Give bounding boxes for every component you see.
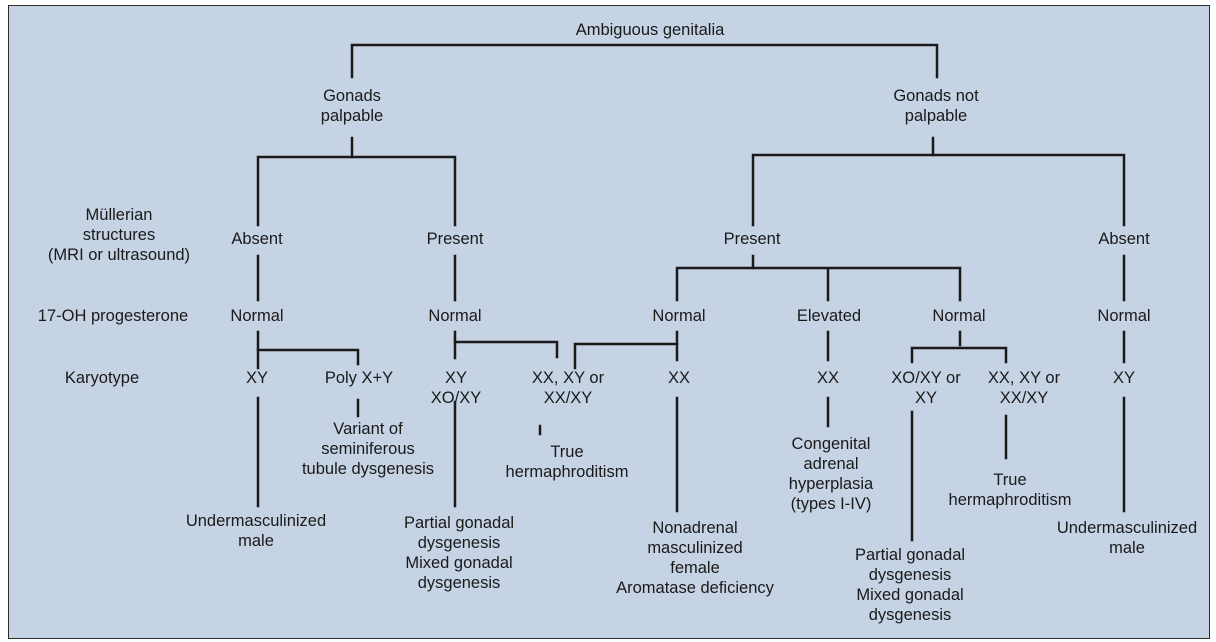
root-label: Ambiguous genitalia xyxy=(575,21,725,39)
karyotype-xy-xoxy: XY XO/XY xyxy=(430,369,482,407)
mullerian-present-right: Present xyxy=(723,230,781,248)
mullerian-absent-left: Absent xyxy=(231,230,283,248)
progesterone-normal-4: Normal xyxy=(932,307,986,325)
karyotype-xx-center: XX xyxy=(667,369,691,387)
progesterone-normal-2: Normal xyxy=(428,307,482,325)
gonads-palpable-label: Gonads palpable xyxy=(320,87,384,125)
mullerian-absent-right: Absent xyxy=(1098,230,1150,248)
connector-center-left xyxy=(453,340,559,359)
row-header-mullerian: Müllerian structures (MRI or ultrasound) xyxy=(47,206,191,264)
outcome-true-hermaphroditism-center: True hermaphroditism xyxy=(505,443,629,481)
outcome-variant-seminiferous: Variant of seminiferous tubule dysgenesi… xyxy=(301,420,435,478)
outcome-nonadrenal-masculinized: Nonadrenal masculinized female Aromatase… xyxy=(616,519,774,597)
karyotype-xx-elevated: XX xyxy=(816,369,840,387)
karyotype-xx-xy-center: XX, XY or XX/XY xyxy=(531,369,605,407)
outcome-partial-gonadal-right: Partial gonadal dysgenesis Mixed gonadal… xyxy=(854,546,966,624)
gonads-not-palpable-label: Gonads not palpable xyxy=(893,87,979,125)
connector-not-palpable-split xyxy=(751,153,1126,227)
outcome-undermasculinized-right: Undermasculinized male xyxy=(1056,519,1198,557)
outcome-partial-gonadal-left: Partial gonadal dysgenesis Mixed gonadal… xyxy=(403,514,515,592)
connector-present-right-split xyxy=(675,266,962,302)
karyotype-xy-right: XY xyxy=(1112,369,1136,387)
progesterone-elevated: Elevated xyxy=(796,307,862,325)
outcome-cah: Congenital adrenal hyperplasia (types I-… xyxy=(788,435,874,513)
connector-root xyxy=(350,43,939,79)
outcome-true-hermaphroditism-right: True hermaphroditism xyxy=(948,471,1072,509)
karyotype-poly: Poly X+Y xyxy=(324,369,394,387)
progesterone-normal-3: Normal xyxy=(652,307,706,325)
connector-normal-4-split xyxy=(910,346,1008,364)
connector-palpable-split xyxy=(256,155,457,227)
connector-center-right xyxy=(573,342,679,370)
row-header-progesterone: 17-OH progesterone xyxy=(37,307,189,325)
karyotype-xy-left: XY xyxy=(245,369,269,387)
flowchart-background xyxy=(8,5,1210,639)
row-header-karyotype: Karyotype xyxy=(64,369,140,387)
karyotype-xx-xy-right: XX, XY or XX/XY xyxy=(987,369,1061,407)
connector-xy-poly xyxy=(256,348,360,366)
mullerian-present-left: Present xyxy=(426,230,484,248)
progesterone-normal-5: Normal xyxy=(1097,307,1151,325)
outcome-undermasculinized-left: Undermasculinized male xyxy=(185,512,327,550)
progesterone-normal-1: Normal xyxy=(230,307,284,325)
karyotype-xoxy-or-xy: XO/XY or XY xyxy=(891,369,961,407)
